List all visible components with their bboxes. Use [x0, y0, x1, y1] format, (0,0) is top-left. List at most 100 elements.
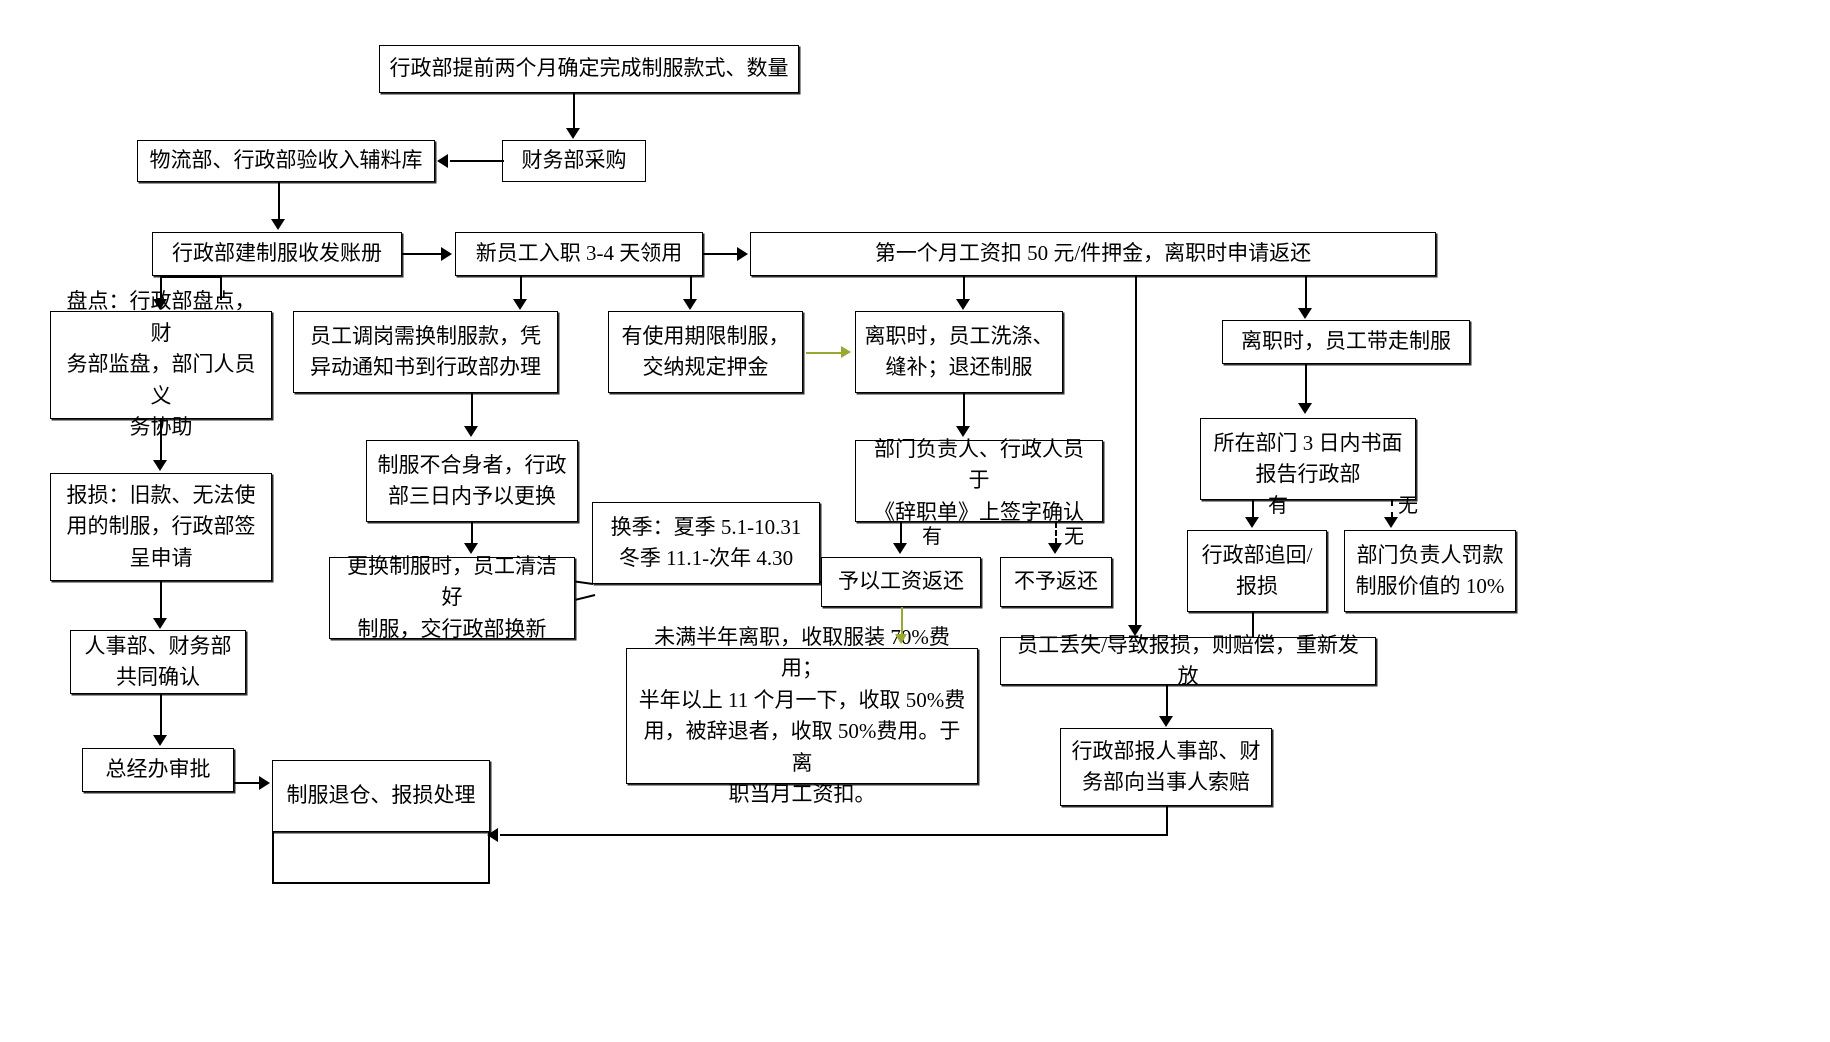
edge-refund-to-fee-rules	[901, 607, 903, 635]
node-label: 新员工入职 3-4 天领用	[475, 241, 683, 266]
node-dept-written-report: 所在部门 3 日内书面 报告行政部	[1200, 418, 1416, 500]
edge-sign-yes	[900, 522, 902, 544]
node-fee-rules: 未满半年离职，收取服装 70%费用； 半年以上 11 个月一下，收取 50%费 …	[626, 625, 978, 806]
arrowhead-down	[153, 618, 167, 629]
arrowhead-down	[1384, 517, 1398, 528]
node-label: 离职时，员工带走制服	[1241, 329, 1451, 354]
edge-season-to-clean	[575, 580, 594, 585]
node-label: 所在部门 3 日内书面 报告行政部	[1213, 430, 1403, 487]
edge-issue-to-deposit	[703, 253, 737, 255]
edge-keep-to-report	[1305, 364, 1307, 404]
node-label: 物流部、行政部验收入辅料库	[149, 148, 423, 173]
node-new-employee-issue: 新员工入职 3-4 天领用	[455, 232, 703, 276]
node-label: 员工调岗需换制服款，凭 异动通知书到行政部办理	[310, 323, 541, 380]
arrowhead-down	[464, 426, 478, 437]
node-logistics-receive: 物流部、行政部验收入辅料库	[137, 140, 435, 182]
node-label: 人事部、财务部 共同确认	[84, 633, 232, 690]
arrowhead-down	[153, 299, 167, 310]
node-hr-finance-confirm: 人事部、财务部 共同确认	[70, 630, 246, 694]
arrowhead-right	[441, 247, 452, 261]
edge-report-yes	[1252, 500, 1254, 518]
arrowhead-down-green	[895, 634, 907, 644]
edge-label-yes-2: 有	[1268, 495, 1288, 517]
node-label: 行政部报人事部、财 务部向当事人索赔	[1071, 738, 1261, 795]
edge-sign-no	[1055, 522, 1057, 544]
edge-label-no-2: 无	[1398, 495, 1418, 517]
node-label: 部门负责人、行政人员于 《辞职单》上签字确认	[874, 436, 1084, 524]
edge-stocktake-to-scrap	[160, 419, 162, 461]
node-gm-approval: 总经办审批	[82, 748, 234, 792]
edge-confirm-to-gm	[160, 694, 162, 736]
edge-label-yes-1: 有	[922, 526, 942, 548]
arrowhead-down	[566, 128, 580, 139]
arrowhead-down	[271, 219, 285, 230]
node-label: 行政部建制服收发账册	[172, 241, 382, 266]
node-resignation-form-sign: 部门负责人、行政人员于 《辞职单》上签字确认	[855, 437, 1103, 524]
edge-deposit-to-loss	[1135, 276, 1137, 626]
edge-receive-to-ledger	[278, 182, 280, 220]
node-label: 制服不合身者，行政 部三日内予以更换	[377, 452, 567, 509]
arrowhead-down	[1298, 403, 1312, 414]
node-scrap-apply: 报损：旧款、无法使 用的制服，行政部签 呈申请	[50, 473, 272, 581]
node-loss-compensation: 员工丢失/导致报损，则赔偿，重新发放	[1000, 633, 1376, 688]
arrowhead-down	[464, 543, 478, 554]
edge-transfer-to-misfit	[471, 393, 473, 427]
edge-issue-to-transfer	[520, 276, 522, 300]
node-label: 部门负责人罚款 制服价值的 10%	[1355, 542, 1505, 599]
arrowhead-down	[1298, 308, 1312, 319]
node-manager-penalty: 部门负责人罚款 制服价值的 10%	[1344, 530, 1516, 612]
edge-misfit-to-clean	[471, 522, 473, 544]
node-uniform-plan: 行政部提前两个月确定完成制服款式、数量	[379, 45, 799, 93]
node-label: 总经办审批	[105, 757, 211, 782]
node-transfer-change: 员工调岗需换制服款，凭 异动通知书到行政部办理	[293, 311, 558, 393]
edge-plan-to-purchase	[573, 93, 575, 129]
arrowhead-right	[259, 776, 270, 790]
edge-label-no-1: 无	[1064, 526, 1084, 548]
edge-ledger-to-stocktake-h	[160, 276, 222, 278]
node-label: 财务部采购	[521, 148, 627, 173]
edge-issue-to-limited	[690, 276, 692, 300]
edge-gm-to-return	[234, 782, 260, 784]
node-claim-compensation: 行政部报人事部、财 务部向当事人索赔	[1060, 728, 1272, 806]
node-label: 行政部提前两个月确定完成制服款式、数量	[389, 56, 789, 81]
edge-return-loop-right	[488, 832, 490, 884]
arrowhead-down	[683, 299, 697, 310]
edge-return-loop-left	[272, 832, 274, 884]
arrowhead-down	[153, 735, 167, 746]
edge-ledger-to-stocktake	[220, 276, 222, 300]
edge-ledger-to-stocktake-v2	[160, 276, 162, 300]
edge-loss-to-claim	[1166, 685, 1168, 717]
node-label: 第一个月工资扣 50 元/件押金，离职时申请返还	[874, 241, 1312, 266]
arrowhead-right-green	[841, 346, 851, 358]
node-resign-wash-return: 离职时，员工洗涤、 缝补；退还制服	[855, 311, 1063, 393]
node-ledger: 行政部建制服收发账册	[152, 232, 402, 276]
node-label: 制服退仓、报损处理	[286, 783, 476, 808]
edge-season-to-refund	[820, 581, 822, 583]
node-return-scrap-handling: 制服退仓、报损处理	[272, 760, 490, 832]
arrowhead-down	[956, 426, 970, 437]
node-label: 离职时，员工洗涤、 缝补；退还制服	[864, 323, 1054, 380]
arrowhead-left	[487, 828, 498, 842]
edge-wash-to-sign	[963, 393, 965, 427]
edge-claim-to-return-h	[500, 834, 1168, 836]
edge-deposit-to-resign-keep	[1305, 276, 1307, 310]
node-finance-purchase: 财务部采购	[502, 140, 646, 182]
node-season-change: 换季：夏季 5.1-10.31 冬季 11.1-次年 4.30	[592, 502, 820, 584]
arrowhead-down	[956, 299, 970, 310]
node-deposit-rule: 第一个月工资扣 50 元/件押金，离职时申请返还	[750, 232, 1436, 276]
node-no-refund: 不予返还	[1000, 557, 1112, 607]
edge-ledger-to-issue	[402, 253, 442, 255]
node-limited-term-uniform: 有使用期限制服， 交纳规定押金	[608, 311, 803, 393]
arrowhead-left	[437, 154, 448, 168]
node-label: 未满半年离职，收取服装 70%费用； 半年以上 11 个月一下，收取 50%费 …	[638, 624, 966, 807]
edge-deposit-to-resign-wash	[963, 276, 965, 300]
node-label: 更换制服时，员工清洁好 制服，交行政部换新	[347, 553, 557, 641]
edge-recover-to-loss	[1252, 612, 1254, 637]
node-label: 予以工资返还	[838, 569, 964, 594]
arrowhead-down	[1159, 716, 1173, 727]
node-resign-keep-uniform: 离职时，员工带走制服	[1222, 320, 1470, 364]
arrowhead-right	[737, 247, 748, 261]
arrowhead-down	[153, 460, 167, 471]
edge-purchase-to-receive	[450, 160, 504, 162]
